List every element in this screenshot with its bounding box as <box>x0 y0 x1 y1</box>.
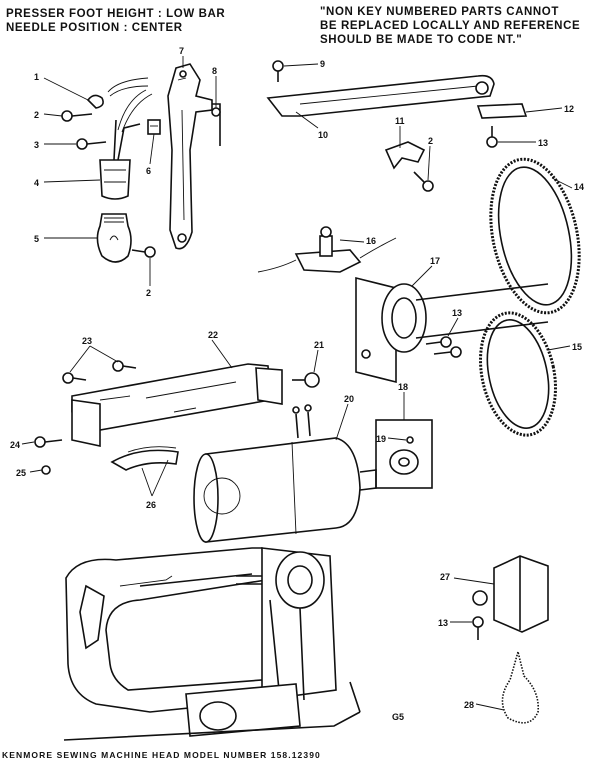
callout-7: 7 <box>179 46 184 56</box>
part-nut <box>211 107 221 117</box>
callout-11: 11 <box>395 116 405 126</box>
callout-21: 21 <box>314 340 324 350</box>
callout-19: 19 <box>376 434 386 444</box>
callout-20: 20 <box>344 394 354 404</box>
part-small-clip <box>147 119 161 135</box>
callout-27: 27 <box>440 572 450 582</box>
callout-1: 1 <box>34 72 39 82</box>
callout-13-top: 13 <box>538 138 548 148</box>
part-screw <box>472 616 484 640</box>
note-line-2: BE REPLACED LOCALLY AND REFERENCE <box>320 20 581 32</box>
callout-3: 3 <box>34 140 39 150</box>
callout-2-right: 2 <box>428 136 433 146</box>
callout-28: 28 <box>464 700 474 710</box>
callout-18: 18 <box>398 382 408 392</box>
part-lift-lever <box>266 74 495 117</box>
callout-2-lower: 2 <box>146 288 151 298</box>
callout-13-bottom: 13 <box>438 618 448 628</box>
callout-5: 5 <box>34 234 39 244</box>
callout-17: 17 <box>430 256 440 266</box>
callout-22: 22 <box>208 330 218 340</box>
part-nut <box>41 465 51 475</box>
part-belt-small <box>479 311 557 437</box>
presser-foot-height-label: PRESSER FOOT HEIGHT : LOW BAR <box>6 8 226 20</box>
model-number-footer: KENMORE SEWING MACHINE HEAD MODEL NUMBER… <box>2 750 321 760</box>
callout-13-mid: 13 <box>452 308 462 318</box>
callout-10: 10 <box>318 130 328 140</box>
part-screw <box>486 126 498 148</box>
callout-numbers: 1 2 3 4 5 6 7 8 2 9 10 11 2 12 13 14 16 … <box>10 46 584 710</box>
part-screws <box>425 336 462 358</box>
part-light-bulb <box>96 213 132 263</box>
part-screw <box>413 171 434 192</box>
part-lever-bracket <box>167 63 221 250</box>
note-line-3: SHOULD BE MADE TO CODE NT." <box>320 34 523 46</box>
part-belt-large <box>489 157 581 315</box>
part-drive-pulley <box>375 419 433 489</box>
drawing-code: G5 <box>392 712 405 722</box>
callout-26: 26 <box>146 500 156 510</box>
callout-24: 24 <box>10 440 20 450</box>
callout-25: 25 <box>16 468 26 478</box>
part-nut <box>292 372 320 388</box>
part-motor-bracket <box>71 363 283 447</box>
part-screw <box>76 138 107 150</box>
part-motor <box>193 404 377 543</box>
part-screw <box>131 246 156 258</box>
callout-leaders <box>21 56 573 711</box>
callout-14: 14 <box>574 182 584 192</box>
part-bobbin-winder <box>472 555 549 633</box>
part-screw <box>61 110 93 122</box>
part-lamp-clip <box>86 77 149 109</box>
part-screw <box>272 60 284 82</box>
callout-12: 12 <box>564 104 574 114</box>
part-lamp-socket <box>99 89 153 200</box>
part-bead-chain <box>501 648 540 724</box>
callout-15: 15 <box>572 342 582 352</box>
part-screw <box>34 436 63 448</box>
part-clamp <box>384 141 426 170</box>
part-screws <box>62 360 137 384</box>
part-plate <box>476 103 528 119</box>
callout-4: 4 <box>34 178 39 188</box>
part-speed-control <box>257 226 397 273</box>
callout-8: 8 <box>212 66 217 76</box>
callout-16: 16 <box>366 236 376 246</box>
needle-position-label: NEEDLE POSITION : CENTER <box>6 22 183 34</box>
callout-23: 23 <box>82 336 92 346</box>
callout-6: 6 <box>146 166 151 176</box>
part-shield <box>110 446 179 471</box>
sewing-machine-head <box>63 547 361 741</box>
note-line-1: "NON KEY NUMBERED PARTS CANNOT <box>320 6 559 18</box>
callout-9: 9 <box>320 59 325 69</box>
callout-2: 2 <box>34 110 39 120</box>
part-motor-pulley <box>355 276 549 384</box>
